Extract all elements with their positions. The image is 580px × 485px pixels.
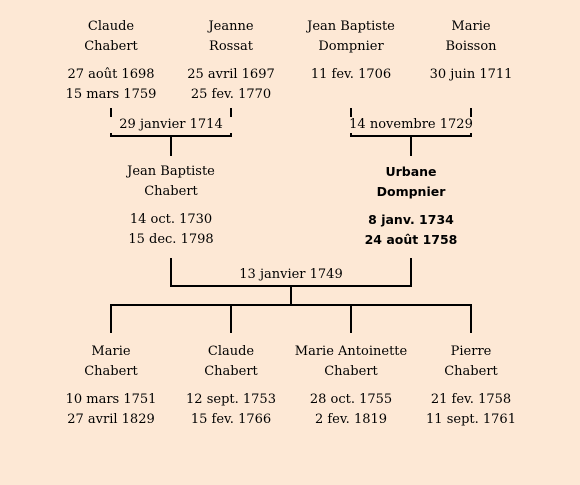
last-name: Chabert — [204, 364, 258, 379]
first-name: Marie — [451, 19, 491, 34]
last-name: Chabert — [84, 364, 138, 379]
birth-date: 27 août 1698 — [67, 67, 155, 82]
birth-date: 21 fev. 1758 — [430, 392, 512, 407]
birth-date: 25 avril 1697 — [187, 67, 275, 82]
person-jean-baptiste-dompnier: Jean Baptiste Dompnier 11 fev. 1706 — [291, 17, 411, 85]
first-name: Jean Baptiste — [127, 164, 215, 179]
last-name: Boisson — [445, 39, 497, 54]
person-jean-baptiste-chabert: Jean Baptiste Chabert 14 oct. 1730 15 de… — [111, 162, 231, 250]
marriage-date-dompnier-boisson: 14 novembre 1729 — [341, 117, 481, 133]
marriage-date-parents: 13 janvier 1749 — [221, 267, 361, 283]
death-date: 15 fev. 1766 — [190, 412, 272, 427]
first-name: Jeanne — [208, 19, 254, 34]
birth-date: 30 juin 1711 — [429, 67, 513, 82]
death-date: 25 fev. 1770 — [190, 87, 272, 102]
marriage-bracket-parents — [170, 258, 412, 304]
person-pierre-chabert: Pierre Chabert 21 fev. 1758 11 sept. 176… — [411, 342, 531, 430]
death-date: 27 avril 1829 — [67, 412, 155, 427]
person-marie-boisson: Marie Boisson 30 juin 1711 — [411, 17, 531, 85]
birth-date: 10 mars 1751 — [65, 392, 157, 407]
death-date: 24 août 1758 — [364, 232, 458, 247]
last-name: Chabert — [84, 39, 138, 54]
death-date: 15 dec. 1798 — [128, 232, 214, 247]
person-urbane-dompnier: Urbane Dompnier 8 janv. 1734 24 août 175… — [351, 162, 471, 250]
person-marie-antoinette-chabert: Marie Antoinette Chabert 28 oct. 1755 2 … — [291, 342, 411, 430]
death-date: 2 fev. 1819 — [314, 412, 388, 427]
last-name: Chabert — [144, 184, 198, 199]
death-date: 11 sept. 1761 — [426, 412, 516, 427]
marriage-date-chabert-rossat: 29 janvier 1714 — [101, 117, 241, 133]
last-name: Dompnier — [376, 184, 446, 199]
first-name: Jean Baptiste — [307, 19, 395, 34]
last-name: Chabert — [324, 364, 378, 379]
birth-date: 28 oct. 1755 — [309, 392, 393, 407]
first-name: Marie — [91, 344, 131, 359]
person-claude-chabert-elder: Claude Chabert 27 août 1698 15 mars 1759 — [51, 17, 171, 105]
birth-date: 14 oct. 1730 — [129, 212, 213, 227]
first-name: Urbane — [385, 164, 437, 179]
first-name: Pierre — [450, 344, 492, 359]
last-name: Chabert — [444, 364, 498, 379]
last-name: Rossat — [209, 39, 253, 54]
person-marie-chabert: Marie Chabert 10 mars 1751 27 avril 1829 — [51, 342, 171, 430]
person-claude-chabert-younger: Claude Chabert 12 sept. 1753 15 fev. 176… — [171, 342, 291, 430]
first-name: Claude — [87, 19, 135, 34]
children-bar — [110, 304, 472, 333]
first-name: Claude — [207, 344, 255, 359]
first-name: Marie Antoinette — [294, 344, 408, 359]
person-jeanne-rossat: Jeanne Rossat 25 avril 1697 25 fev. 1770 — [171, 17, 291, 105]
birth-date: 8 janv. 1734 — [368, 212, 454, 227]
last-name: Dompnier — [318, 39, 384, 54]
birth-date: 12 sept. 1753 — [186, 392, 276, 407]
death-date: 15 mars 1759 — [65, 87, 157, 102]
birth-date: 11 fev. 1706 — [310, 67, 392, 82]
